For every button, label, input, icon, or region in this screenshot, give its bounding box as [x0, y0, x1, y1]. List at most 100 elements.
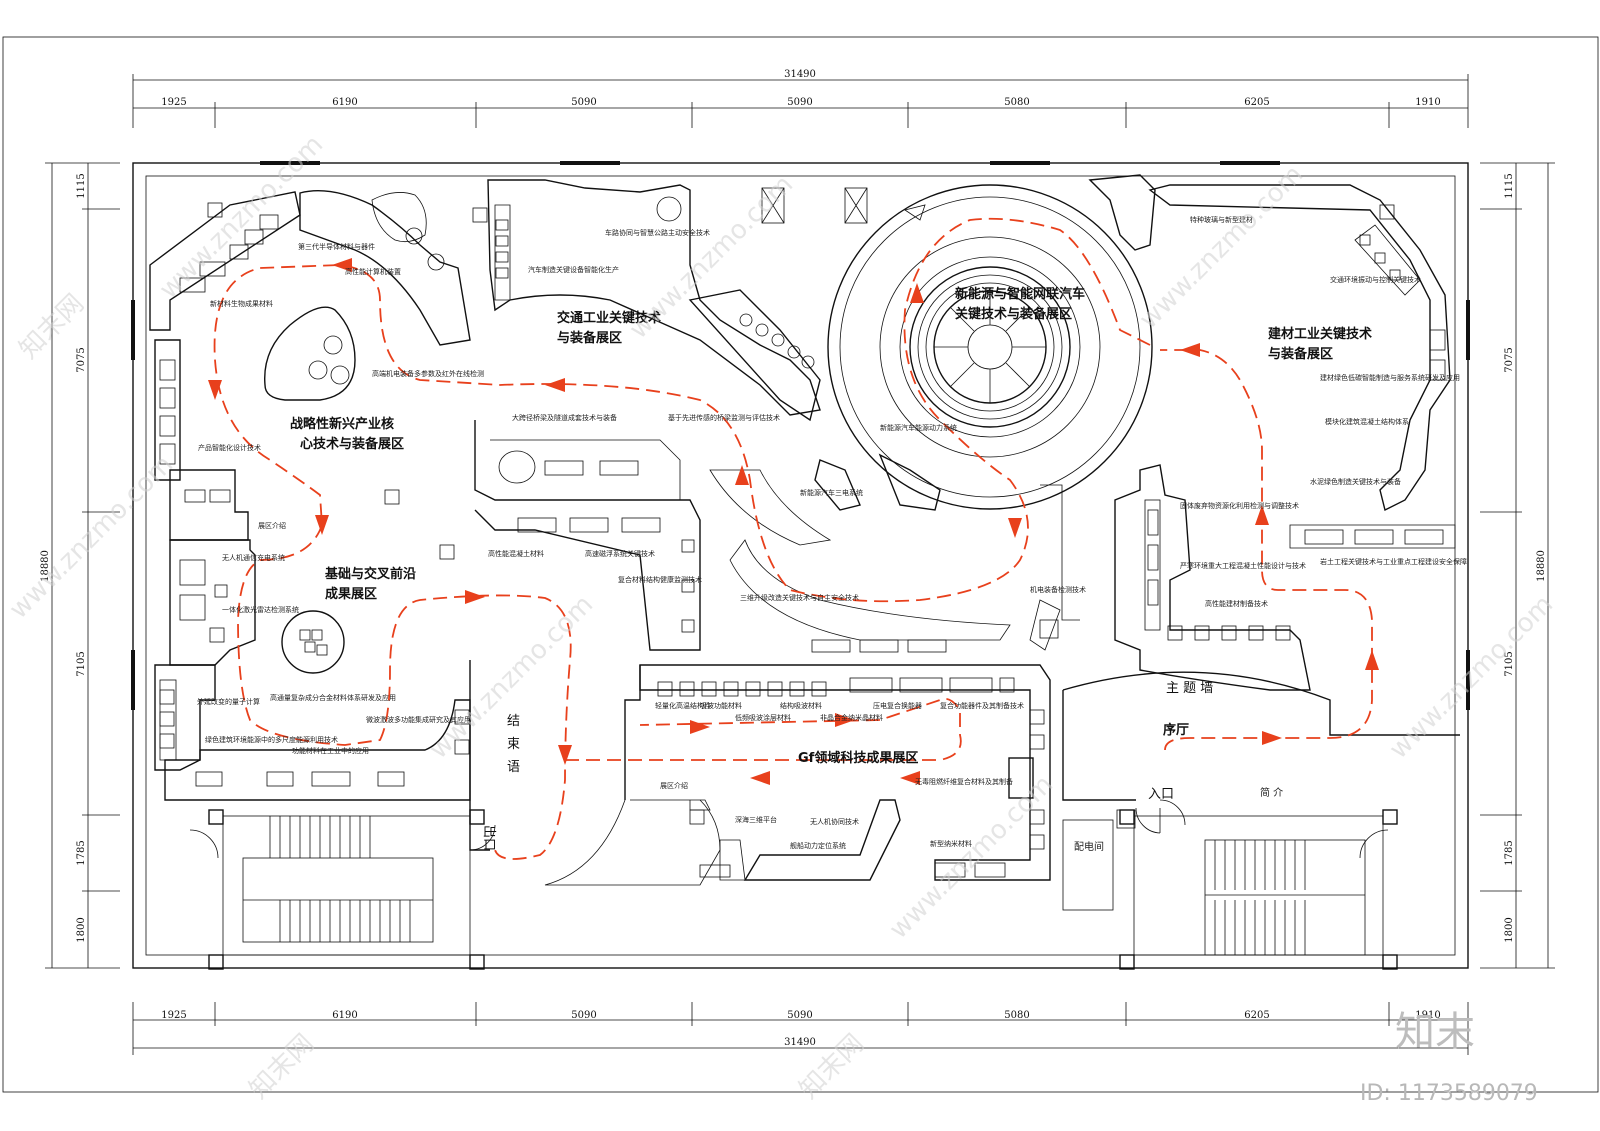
dim-seg: 5090: [787, 1010, 812, 1021]
zone-titles: 战略性新兴产业核 心技术与装备展区 交通工业关键技术 与装备展区 新能源与智能网…: [290, 286, 1372, 766]
exhibit-label: 固体废弃物资源化利用检测与调整技术: [1180, 501, 1299, 510]
zone-title-basic-1: 基础与交叉前沿: [324, 566, 416, 582]
exhibit-label: 外延改变的量子计算: [197, 697, 260, 706]
exhibit-label: 展区介绍: [258, 521, 286, 530]
dim-right-seg: 7075: [1504, 347, 1515, 372]
left-stairwell: [189, 815, 471, 956]
zone-title-strategic-1: 战略性新兴产业核: [290, 416, 394, 432]
exhibit-label: 水泥绿色制造关键技术与装备: [1310, 477, 1401, 486]
exhibit-label: 新型纳米材料: [930, 839, 972, 848]
dim-right-seg: 1115: [1504, 173, 1515, 198]
dim-seg: 5090: [571, 1010, 596, 1021]
entrance-label: 入口: [1148, 787, 1174, 802]
exhibit-label: 无毒阻燃纤维复合材料及其制备: [915, 777, 1013, 786]
dim-left-seg: 7105: [76, 651, 87, 676]
ending-label-1: 结: [507, 714, 520, 729]
dim-seg: 1910: [1415, 1010, 1440, 1021]
dim-left-seg: 1115: [76, 173, 87, 198]
dim-left-total: 18880: [40, 550, 51, 582]
route-arrow: [315, 515, 329, 535]
watermark-layer: www.znzmo.com www.znzmo.com www.znzmo.co…: [4, 130, 1559, 1106]
ending-label-2: 束: [507, 737, 520, 752]
left-dimension-chain: 18880 1115 7075 7105 1785 1800: [40, 162, 120, 969]
image-id-watermark: ID: 1173589079: [1360, 1081, 1538, 1106]
exhibit-label: 高性能建材制备技术: [1205, 599, 1268, 608]
bottom-dimension-chain: 1925 6190 5090 5090 5080 6205 1910 31490: [132, 1002, 1469, 1055]
exhibit-label: 无人机通信充电系统: [222, 553, 285, 562]
dim-total-top: 31490: [784, 69, 816, 80]
dim-right-seg: 1800: [1504, 917, 1515, 942]
right-dimension-chain: 1115 7075 7105 1785 1800 18880: [1480, 162, 1555, 969]
exhibit-label: 结构吸波材料: [780, 701, 822, 710]
lobby-label: 序厅: [1163, 722, 1189, 738]
exhibit-label: 机电装备检测技术: [1030, 585, 1086, 594]
exhibit-label: 舰船动力定位系统: [790, 841, 846, 850]
exhibit-label: 汽车制造关键设备智能化生产: [528, 265, 619, 274]
route-arrow: [1008, 518, 1022, 538]
exhibit-label: 严寒环境重大工程混凝土性能设计与技术: [1180, 561, 1306, 570]
route-arrow: [1180, 343, 1200, 357]
route-arrow: [1365, 650, 1379, 670]
nev-rotunda: [827, 174, 1156, 511]
route-arrow: [1262, 731, 1282, 745]
room-labels: 主 题 墙 序厅 结 束 语 入口 出口 配电间 简 介: [481, 681, 1283, 853]
exhibit-label: 复合材料结构健康监测技术: [618, 575, 702, 584]
dim-left-seg: 7075: [76, 347, 87, 372]
watermark-site: www.znzmo.com: [4, 450, 179, 625]
exhibit-label: 低频吸波涂层材料: [735, 713, 791, 722]
exhibit-label: 基于先进传感的桥梁监测与评估技术: [668, 413, 780, 422]
exhibit-label: 微波激波多功能集成研究及其应用: [366, 715, 471, 724]
exhibit-label: 交通环境振动与控制关键技术: [1330, 275, 1421, 284]
zone-title-building-1: 建材工业关键技术: [1268, 326, 1372, 342]
exhibit-label: 高通量复杂成分合金材料体系研发及应用: [270, 693, 396, 702]
exhibit-label: 建材绿色低碳智能制造与服务系统研发及应用: [1320, 373, 1460, 382]
watermark-site: www.znzmo.com: [884, 770, 1059, 945]
exhibit-label: 模块化建筑混凝土结构体系: [1325, 417, 1409, 426]
exhibit-label: 三维升级改造关键技术与自主安全技术: [740, 593, 859, 602]
visitor-route: [208, 217, 1379, 860]
exhibit-label: 绿色建筑环境能源中的多尺度能源利用技术: [205, 735, 338, 744]
exhibit-label: 无人机协同技术: [810, 817, 859, 826]
route-arrow: [465, 590, 485, 604]
exhibit-label: 岩土工程关键技术与工业重点工程建设安全保障: [1320, 557, 1467, 566]
route-arrow: [690, 720, 710, 734]
watermark-site: www.znzmo.com: [1134, 160, 1309, 335]
dim-seg: 6205: [1244, 1010, 1269, 1021]
exhibit-labels: 第三代半导体材料与器件 高性能计算机装置 新材料生物成果材料 高端机电装备多参数…: [197, 215, 1467, 850]
route-arrow: [910, 283, 924, 303]
power-room-label: 配电间: [1074, 840, 1104, 853]
basic-zone-walls: [154, 489, 496, 851]
exhibit-label: 轻量化高温结构件: [655, 701, 711, 710]
route-arrow: [735, 465, 749, 485]
zone-title-basic-2: 成果展区: [325, 586, 377, 602]
theme-wall-label: 主 题 墙: [1166, 681, 1213, 696]
exhibit-label: 第三代半导体材料与器件: [298, 242, 375, 251]
top-dimension-chain: 31490 1925 6190 5090 5090 5080 6205 1910: [132, 69, 1469, 128]
dim-right-seg: 1785: [1504, 840, 1515, 865]
dim-right-total: 18880: [1536, 550, 1547, 582]
exit-label: 出口: [481, 825, 496, 851]
building-zone-walls: [1062, 184, 1460, 834]
exhibit-label: 复合功能器件及其制备技术: [940, 701, 1024, 710]
exhibit-label: 新能源汽车三电系统: [800, 488, 863, 497]
dim-seg: 6190: [332, 1010, 357, 1021]
outer-walls: [131, 161, 1470, 970]
exhibit-label: 新材料生物成果材料: [210, 299, 273, 308]
zone-title-strategic-2: 心技术与装备展区: [300, 436, 404, 452]
route-arrow: [545, 378, 565, 392]
right-stairwell: [1133, 815, 1389, 956]
dim-seg: 1925: [161, 97, 186, 108]
dim-seg: 5090: [571, 97, 596, 108]
route-arrow: [558, 745, 572, 765]
dim-seg: 5090: [787, 97, 812, 108]
exhibit-label: 大跨径桥梁及隧道成套技术与装备: [512, 413, 617, 422]
exhibit-label: 非晶合金纳米晶材料: [820, 713, 883, 722]
strategic-zone-walls: [149, 190, 488, 541]
route-arrow: [208, 380, 222, 400]
route-arrow: [332, 258, 352, 272]
route-arrow: [1255, 505, 1269, 525]
route-arrow: [750, 771, 770, 785]
zone-title-building-2: 与装备展区: [1268, 346, 1333, 362]
gf-zone-walls: [544, 484, 1114, 911]
